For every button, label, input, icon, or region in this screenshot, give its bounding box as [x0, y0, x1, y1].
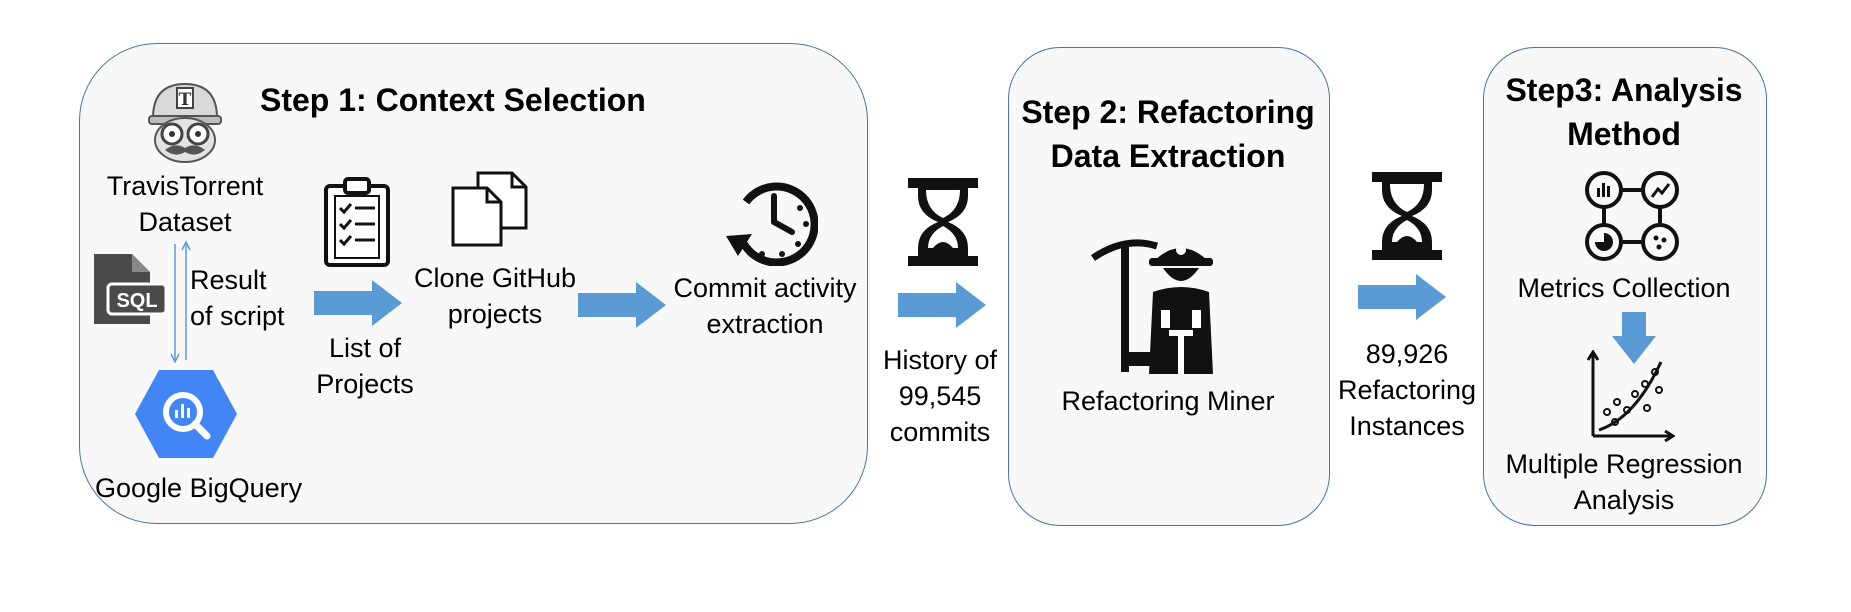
step3-title: Step3: Analysis Method [1505, 72, 1743, 152]
metrics-network-icon [1585, 171, 1679, 261]
refactoring-miner-label: Refactoring Miner [1061, 386, 1275, 416]
sql-icon-text: SQL [116, 290, 157, 312]
result-of-script-label: Result of script [190, 265, 285, 331]
svg-text:T: T [179, 90, 192, 110]
clone-github-label: Clone GitHub projects [413, 263, 577, 329]
step2-title: Step 2: Refactoring Data Extraction [1021, 94, 1315, 174]
multiple-regression-label: Multiple Regression Analysis [1505, 449, 1743, 515]
hourglass-icon-2 [1372, 172, 1442, 260]
flow-arrow-1 [314, 280, 402, 326]
scatter-plot-icon [1586, 350, 1675, 442]
metrics-collection-label: Metrics Collection [1517, 273, 1731, 303]
flow-arrow-4 [1358, 274, 1446, 320]
clipboard-checklist-icon [324, 177, 390, 267]
travistorrent-label: TravisTorrent Dataset [106, 171, 264, 237]
travis-mascot-icon: T [148, 82, 222, 163]
google-bigquery-label: Google BigQuery [95, 473, 303, 503]
flow-arrow-3 [898, 282, 986, 328]
hourglass-icon-1 [908, 178, 978, 266]
bigquery-icon [135, 370, 237, 458]
step1-title: Step 1: Context Selection [260, 82, 646, 118]
down-arrow [1612, 312, 1656, 364]
documents-icon [451, 171, 528, 247]
miner-icon [1091, 239, 1213, 374]
flow-arrow-2 [578, 282, 666, 328]
list-of-projects-label: List of Projects [316, 333, 414, 399]
commit-activity-label: Commit activity extraction [673, 273, 857, 339]
data-extraction-panel [1008, 47, 1330, 526]
clock-history-icon [726, 182, 818, 266]
sql-file-icon: SQL [94, 254, 168, 324]
commit-history-label: History of 99,545 commits [882, 345, 998, 447]
analysis-method-panel [1483, 47, 1767, 526]
query-arrows [170, 240, 191, 364]
refactoring-instances-label: 89,926 Refactoring Instances [1337, 339, 1477, 441]
